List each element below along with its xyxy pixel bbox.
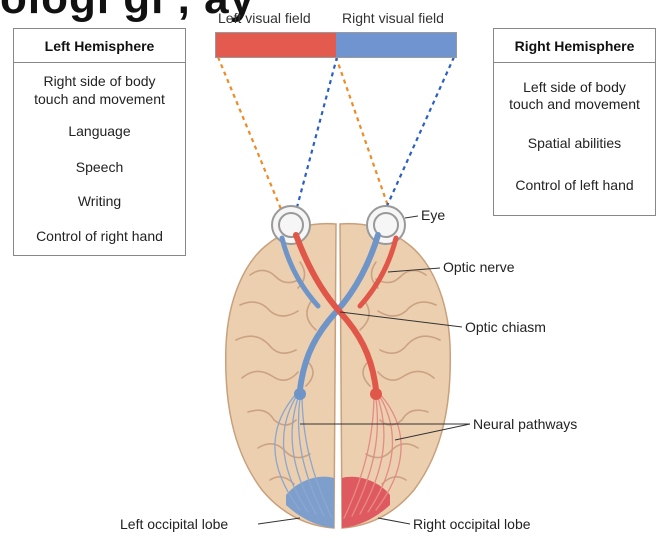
optic-nerve-label: Optic nerve [443,259,515,275]
left-hemisphere-item: Writing [14,193,185,210]
right-hemisphere-item: Spatial abilities [494,135,655,152]
left-hemisphere-item: Control of right hand [14,228,185,245]
left-visual-field-label: Left visual field [218,10,311,26]
eye-label: Eye [421,207,445,223]
left-visual-field-bar [215,32,337,58]
right-occipital-lobe-label: Right occipital lobe [413,516,531,532]
neural-pathways-label: Neural pathways [473,416,577,432]
right-hemisphere-title: Right Hemisphere [494,29,655,63]
left-field-projection [218,57,395,226]
optic-chiasm-label: Optic chiasm [465,319,546,335]
eyes [272,206,405,244]
right-hemisphere-item: Left side of body [494,79,655,96]
right-hemisphere-item: touch and movement [494,96,655,113]
right-visual-field-bar [336,32,457,58]
left-occipital-lobe-label: Left occipital lobe [120,516,228,532]
brain [226,224,451,528]
right-visual-field-label: Right visual field [342,10,444,26]
left-hemisphere-item: Speech [14,159,185,176]
left-hemisphere-box: Left Hemisphere Right side of body touch… [13,28,186,256]
right-field-projection [292,57,454,226]
right-hemisphere-item: Control of left hand [494,177,655,194]
left-hemisphere-title: Left Hemisphere [14,29,185,63]
left-hemisphere-item: Right side of body [14,73,185,90]
left-hemisphere-item: touch and movement [14,91,185,108]
right-hemisphere-box: Right Hemisphere Left side of body touch… [493,28,656,216]
left-hemisphere-item: Language [14,123,185,140]
